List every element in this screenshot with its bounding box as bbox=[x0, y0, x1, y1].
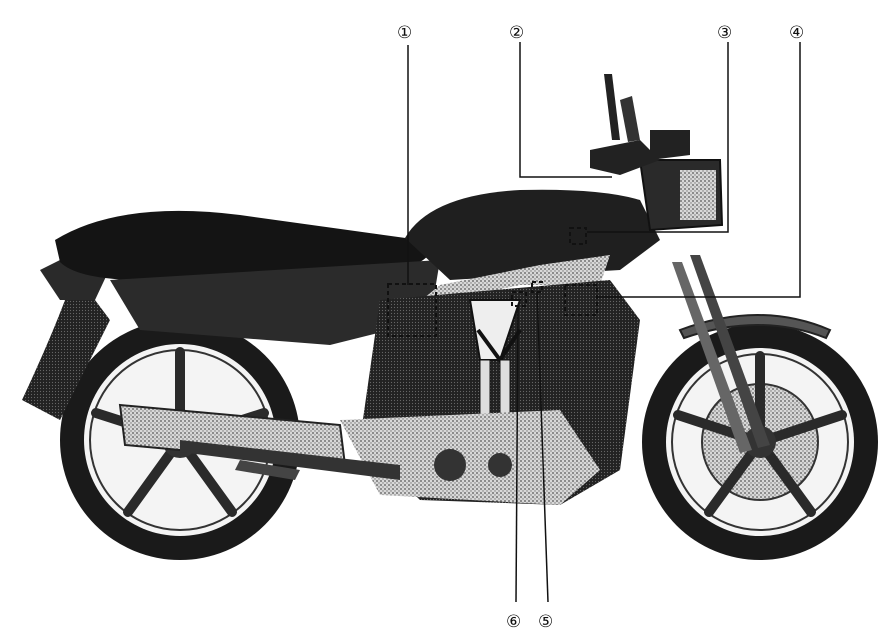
callout-6: ⑥ bbox=[506, 612, 521, 632]
callout-3: ③ bbox=[717, 23, 732, 43]
leader-lines bbox=[407, 42, 801, 603]
fuel-tank bbox=[405, 189, 660, 280]
seat bbox=[55, 210, 430, 281]
motorcycle-illustration bbox=[22, 74, 878, 560]
callout-2: ② bbox=[509, 23, 524, 43]
callout-1: ① bbox=[397, 23, 412, 43]
callout-4: ④ bbox=[789, 23, 804, 43]
callout-5: ⑤ bbox=[538, 612, 553, 632]
